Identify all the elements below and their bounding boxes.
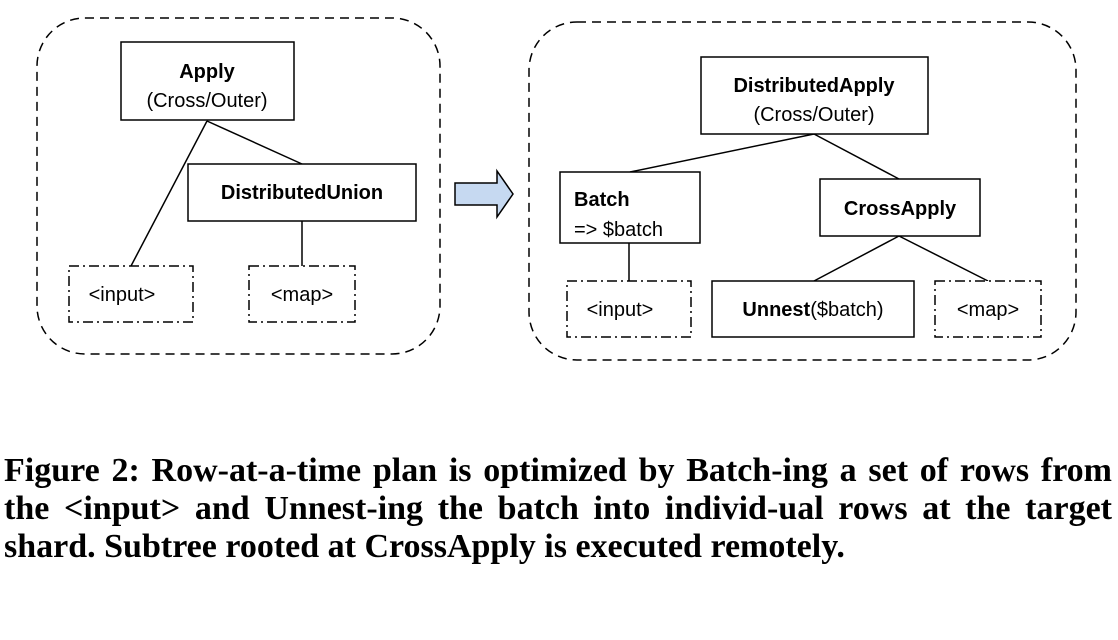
- edge-cross-apply-map: [898, 235, 989, 282]
- plan-diagram: Apply (Cross/Outer) DistributedUnion <in…: [36, 17, 1077, 361]
- left-input-node: <input>: [68, 265, 194, 323]
- distributed-union-node: DistributedUnion: [187, 163, 417, 222]
- edge-distributed-apply-batch: [629, 133, 815, 173]
- right-input-label: <input>: [587, 299, 654, 321]
- distributed-apply-node: DistributedApply (Cross/Outer): [700, 56, 929, 135]
- cross-apply-node: CrossApply: [819, 178, 981, 237]
- apply-title: Apply: [179, 61, 235, 83]
- right-map-label: <map>: [957, 299, 1019, 321]
- distributed-apply-subtitle: (Cross/Outer): [753, 104, 874, 126]
- batch-node: Batch => $batch: [559, 171, 701, 244]
- unnest-suffix: ($batch): [810, 299, 883, 321]
- left-plan: Apply (Cross/Outer) DistributedUnion <in…: [36, 17, 441, 355]
- unnest-label: Unnest($batch): [742, 299, 883, 321]
- edge-apply-distributed-union: [206, 120, 303, 165]
- unnest-node: Unnest($batch): [711, 280, 915, 338]
- cross-apply-title: CrossApply: [844, 198, 957, 220]
- right-plan: DistributedApply (Cross/Outer) Batch => …: [528, 21, 1077, 361]
- edge-cross-apply-unnest: [813, 235, 900, 282]
- apply-subtitle: (Cross/Outer): [146, 90, 267, 112]
- apply-node: Apply (Cross/Outer): [120, 41, 295, 121]
- batch-subtitle: => $batch: [574, 219, 663, 241]
- batch-title: Batch: [574, 189, 630, 211]
- distributed-union-title: DistributedUnion: [221, 182, 383, 204]
- figure-caption: Figure 2: Row-at-a-time plan is optimize…: [4, 452, 1112, 565]
- unnest-title: Unnest: [742, 299, 810, 321]
- right-plan-container: [528, 21, 1077, 361]
- left-map-node: <map>: [248, 265, 356, 323]
- left-map-label: <map>: [271, 284, 333, 306]
- left-input-label: <input>: [89, 284, 156, 306]
- right-input-node: <input>: [566, 280, 692, 338]
- edge-apply-input: [130, 120, 208, 267]
- edge-distributed-apply-cross-apply: [813, 133, 900, 180]
- transform-arrow-icon: [454, 168, 514, 220]
- distributed-apply-title: DistributedApply: [733, 75, 895, 97]
- left-plan-container: [36, 17, 441, 355]
- right-map-node: <map>: [934, 280, 1042, 338]
